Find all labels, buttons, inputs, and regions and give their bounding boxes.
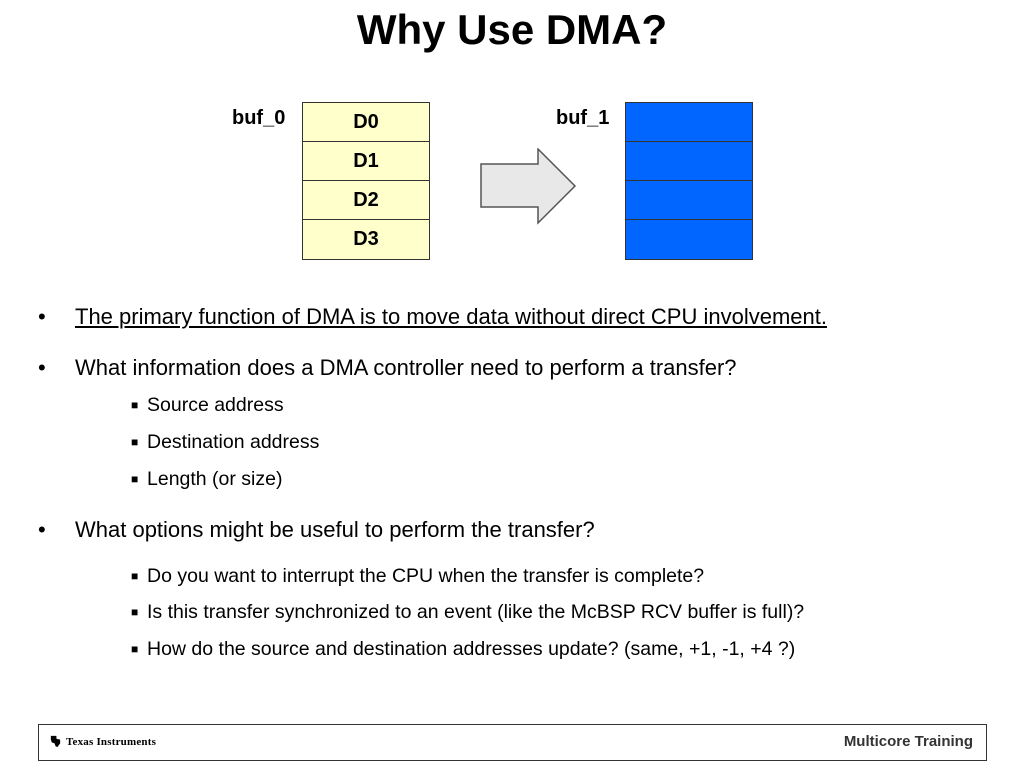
ti-state-icon xyxy=(50,735,61,748)
ti-logo-text: Texas Instruments xyxy=(66,735,157,748)
bullet-1-text: The primary function of DMA is to move d… xyxy=(75,304,827,329)
sub-bullet-text: Length (or size) xyxy=(147,468,283,490)
source-cell-0: D0 xyxy=(303,103,429,142)
sub-bullet: ■ Source address xyxy=(131,394,284,417)
destination-cell-1 xyxy=(626,142,752,181)
destination-buffer xyxy=(625,102,753,260)
source-cell-3: D3 xyxy=(303,220,429,259)
bullet-dot: • xyxy=(38,355,46,380)
slide-title: Why Use DMA? xyxy=(356,6,668,53)
sub-bullet: ■ Do you want to interrupt the CPU when … xyxy=(131,565,704,588)
source-buffer: D0 D1 D2 D3 xyxy=(302,102,430,260)
destination-cell-0 xyxy=(626,103,752,142)
square-bullet-icon: ■ xyxy=(131,472,139,486)
bullet-3: • What options might be useful to perfor… xyxy=(38,517,595,543)
texas-instruments-logo: Texas Instruments xyxy=(49,735,156,748)
source-cell-2: D2 xyxy=(303,181,429,220)
sub-bullet-text: How do the source and destination addres… xyxy=(147,638,796,660)
square-bullet-icon: ■ xyxy=(131,435,139,449)
sub-bullet-text: Is this transfer synchronized to an even… xyxy=(147,601,805,623)
destination-cell-3 xyxy=(626,220,752,259)
sub-bullet: ■ Is this transfer synchronized to an ev… xyxy=(131,601,804,624)
sub-bullet: ■ How do the source and destination addr… xyxy=(131,638,795,661)
sub-bullet-text: Source address xyxy=(147,394,284,416)
bullet-dot: • xyxy=(38,517,46,542)
sub-bullet-text: Do you want to interrupt the CPU when th… xyxy=(147,565,705,587)
bullet-2-text: What information does a DMA controller n… xyxy=(75,355,737,380)
source-buffer-label: buf_0 xyxy=(232,107,286,129)
bullet-3-text: What options might be useful to perform … xyxy=(75,517,595,542)
square-bullet-icon: ■ xyxy=(131,398,139,412)
square-bullet-icon: ■ xyxy=(131,569,139,583)
destination-buffer-label: buf_1 xyxy=(556,107,610,129)
sub-bullet: ■ Destination address xyxy=(131,431,319,454)
slide-footer: Texas Instruments Multicore Training xyxy=(38,724,987,761)
bullet-dot: • xyxy=(38,304,46,329)
bullet-1: • The primary function of DMA is to move… xyxy=(38,304,827,330)
destination-cell-2 xyxy=(626,181,752,220)
bullet-2: • What information does a DMA controller… xyxy=(38,355,737,381)
sub-bullet-text: Destination address xyxy=(147,431,320,453)
footer-course-title: Multicore Training xyxy=(843,733,973,750)
sub-bullet: ■ Length (or size) xyxy=(131,468,282,491)
square-bullet-icon: ■ xyxy=(131,605,139,619)
source-cell-1: D1 xyxy=(303,142,429,181)
square-bullet-icon: ■ xyxy=(131,642,139,656)
transfer-arrow-icon xyxy=(480,148,577,225)
